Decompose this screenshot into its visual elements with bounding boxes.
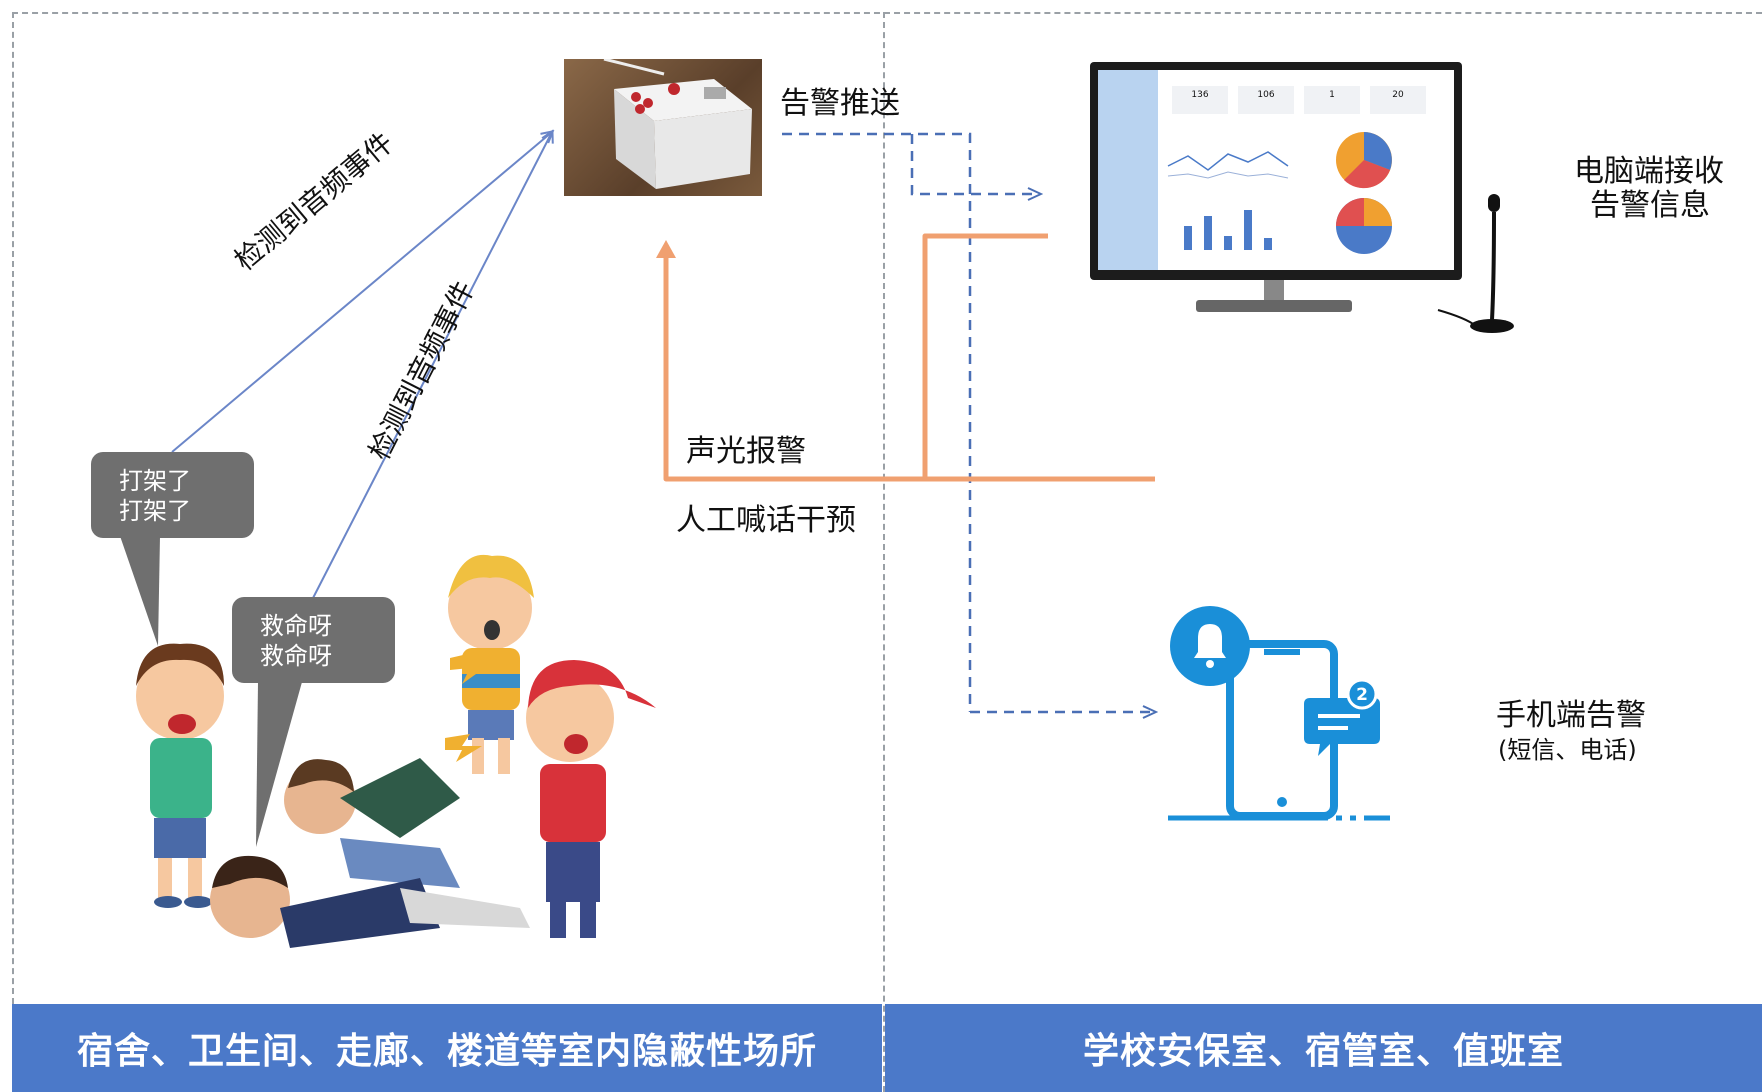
children-fight-illustration xyxy=(136,554,656,948)
lightning-icon xyxy=(450,652,490,684)
speech-bubble-help: 救命呀 救命呀 xyxy=(232,597,395,683)
left-zone-footer: 宿舍、卫生间、走廊、楼道等室内隐蔽性场所 xyxy=(12,1004,882,1092)
bubble-line: 救命呀 xyxy=(260,612,332,640)
mobile-phone-icon: 2 xyxy=(1168,606,1390,821)
angry-boy-figure xyxy=(136,643,224,908)
fighting-pair-figure xyxy=(210,758,530,948)
speech-bubble-help-tail xyxy=(256,682,302,847)
microphone-icon xyxy=(1437,194,1514,333)
alarm-push-label: 告警推送 xyxy=(780,86,900,121)
mobile-label-line2: (短信、电话) xyxy=(1498,736,1637,764)
stat-card: 20 xyxy=(1370,86,1426,114)
push-arrow-pc xyxy=(910,134,1040,194)
monitor-stand xyxy=(1264,280,1284,302)
dashboard-sidebar xyxy=(1098,70,1158,270)
sound-light-label: 声光报警 xyxy=(686,434,806,469)
intervention-arrowhead xyxy=(656,240,676,258)
detect-arrow-1 xyxy=(171,132,552,453)
stat-card: 136 xyxy=(1172,86,1228,114)
intervention-lines xyxy=(663,233,1155,482)
frame-top-border xyxy=(12,12,1762,14)
alarm-device-photo xyxy=(564,57,762,196)
frame-left-border xyxy=(12,12,14,1004)
surprised-boy-figure xyxy=(448,554,534,774)
detect-arrow-2 xyxy=(311,132,552,601)
speech-bubble-fight-tail xyxy=(120,536,160,646)
zone-divider xyxy=(883,12,885,1092)
speech-bubble-fight: 打架了 打架了 xyxy=(91,452,254,538)
mobile-label-line1: 手机端告警 xyxy=(1496,698,1646,733)
dashboard-charts xyxy=(1167,132,1392,254)
pc-label-line2: 告警信息 xyxy=(1590,188,1710,223)
stat-card: 106 xyxy=(1238,86,1294,114)
voice-intervene-label: 人工喊话干预 xyxy=(676,503,856,538)
shouting-boy-figure xyxy=(526,660,656,938)
bubble-line: 打架了 xyxy=(119,467,191,495)
lightning-icon xyxy=(445,734,482,762)
bubble-line: 打架了 xyxy=(119,497,191,525)
right-zone-footer: 学校安保室、宿管室、值班室 xyxy=(885,1004,1762,1092)
message-badge: 2 xyxy=(1356,685,1368,705)
bubble-line: 救命呀 xyxy=(260,642,332,670)
monitor-base xyxy=(1196,300,1352,312)
alarm-device-icon xyxy=(603,57,752,189)
dashboard-screen: 136 106 1 20 xyxy=(1098,70,1454,270)
stat-card: 1 xyxy=(1304,86,1360,114)
pc-label-line1: 电脑端接收 xyxy=(1574,154,1724,189)
push-dashed-line xyxy=(782,132,972,712)
pc-monitor: 136 106 1 20 xyxy=(1090,62,1462,280)
